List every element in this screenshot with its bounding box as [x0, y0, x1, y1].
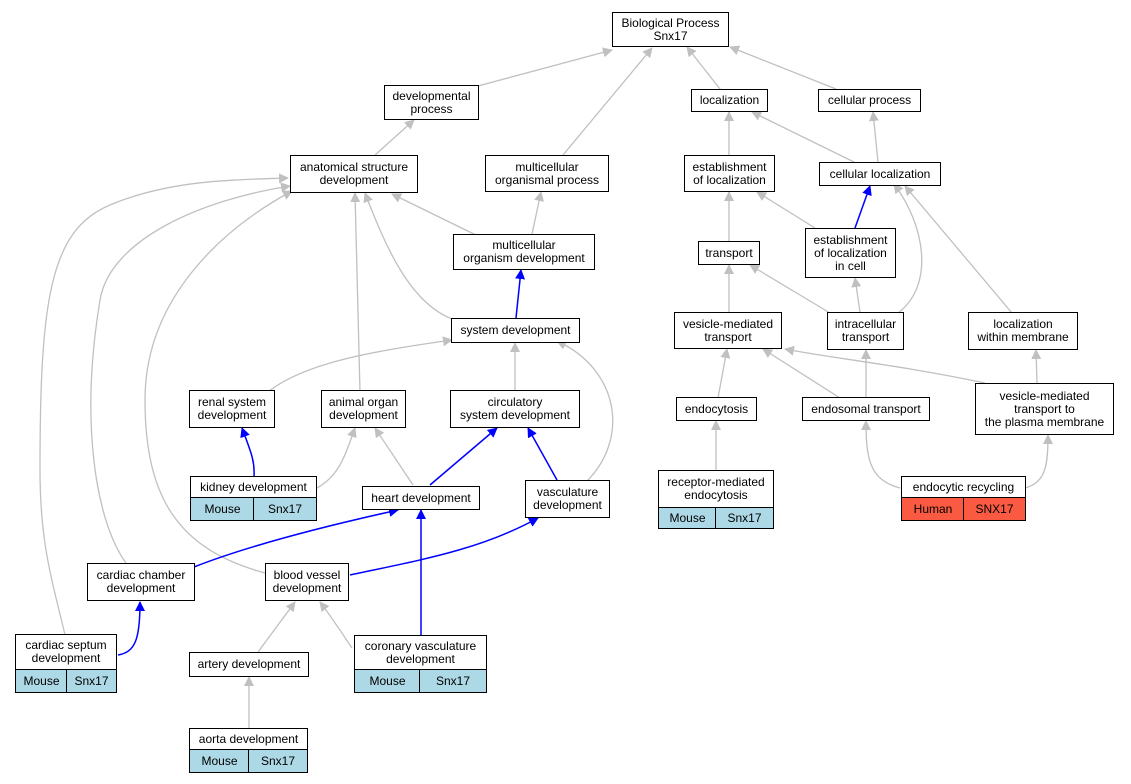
edge-chamber-anatdev: [90, 182, 291, 564]
edge-chamber-heart: [193, 507, 399, 568]
node-blood-vessel-development[interactable]: blood vessel development: [265, 563, 349, 601]
edge-vasc-circ: [527, 427, 558, 481]
edge-devproc-bp: [477, 47, 613, 87]
tag-receptor-species: Mouse: [658, 507, 717, 529]
tag-coronary-species: Mouse: [354, 669, 421, 693]
edge-kidney-renal: [240, 427, 255, 477]
edge-anatdev-devproc: [374, 119, 415, 156]
node-vesicle-mediated-transport-to-plasma-membrane[interactable]: vesicle-mediated transport to the plasma…: [975, 383, 1114, 435]
node-renal-system-development[interactable]: renal system development: [189, 390, 275, 428]
node-receptor-mediated-endocytosis[interactable]: receptor-mediated endocytosis: [658, 470, 774, 508]
edge-vasc-sysdev: [556, 340, 614, 484]
node-cardiac-septum-development[interactable]: cardiac septum development: [15, 634, 117, 670]
edge-estloccell-estloc: [756, 191, 816, 229]
node-anatomical-structure-development[interactable]: anatomical structure development: [290, 155, 418, 193]
node-endocytosis[interactable]: endocytosis: [676, 397, 757, 421]
node-transport[interactable]: transport: [698, 241, 760, 265]
edge-localization-bp: [686, 46, 721, 90]
node-multicellular-organismal-process[interactable]: multicellular organismal process: [485, 155, 609, 192]
edge-bloodvessel-anatdev: [144, 190, 293, 574]
node-vasculature-development[interactable]: vasculature development: [525, 480, 610, 518]
edge-animalorgan-anatdev: [350, 192, 361, 393]
tag-aorta-species: Mouse: [189, 749, 250, 773]
node-animal-organ-development[interactable]: animal organ development: [321, 390, 406, 428]
node-localization[interactable]: localization: [691, 89, 768, 112]
edge-renal-sysdev: [267, 336, 453, 393]
tag-kidney-gene: Snx17: [253, 497, 317, 521]
edge-endocytosis-vesmed: [717, 348, 731, 399]
edge-cellloc-cellproc: [868, 111, 879, 163]
edge-septum-anatdev: [39, 173, 289, 636]
node-cellular-localization[interactable]: cellular localization: [819, 162, 941, 186]
edge-estloccell-cellloc: [854, 185, 872, 229]
node-system-development[interactable]: system development: [451, 318, 580, 343]
node-establishment-of-localization-in-cell[interactable]: establishment of localization in cell: [805, 228, 896, 278]
tag-recycling-gene: SNX17: [963, 497, 1026, 521]
node-vesicle-mediated-transport[interactable]: vesicle-mediated transport: [674, 312, 782, 349]
tag-receptor-gene: Snx17: [715, 507, 774, 529]
node-intracellular-transport[interactable]: intracellular transport: [827, 312, 904, 350]
edge-cellproc-bp: [729, 45, 837, 90]
node-biological-process[interactable]: Biological Process Snx17: [612, 12, 729, 47]
node-heart-development[interactable]: heart development: [362, 486, 480, 510]
edge-recycling-vesplasma: [1024, 434, 1053, 489]
tag-recycling-species: Human: [901, 497, 965, 521]
edge-sysdev-multiorgdev: [515, 269, 526, 319]
node-establishment-of-localization[interactable]: establishment of localization: [684, 155, 775, 192]
edge-intracell-cellloc: [893, 183, 923, 314]
node-kidney-development[interactable]: kidney development: [190, 476, 317, 498]
node-circulatory-system-development[interactable]: circulatory system development: [450, 390, 580, 428]
tag-aorta-gene: Snx17: [248, 749, 308, 773]
edge-heart-animalorgan: [374, 427, 414, 486]
node-developmental-process[interactable]: developmental process: [384, 85, 479, 120]
node-artery-development[interactable]: artery development: [189, 652, 309, 677]
tag-septum-species: Mouse: [15, 669, 68, 693]
edge-bloodvessel-vasc: [349, 517, 539, 576]
node-coronary-vasculature-development[interactable]: coronary vasculature development: [354, 635, 487, 670]
node-endocytic-recycling[interactable]: endocytic recycling: [901, 476, 1026, 498]
tag-kidney-species: Mouse: [190, 497, 255, 521]
edge-heart-circ: [429, 427, 498, 486]
edge-artery-bloodvessel: [257, 601, 296, 653]
edge-endosomal-vesmed: [762, 348, 841, 399]
tag-septum-gene: Snx17: [66, 669, 117, 693]
edge-intracell-transport: [749, 264, 831, 314]
edge-intracell-estloccell: [851, 277, 862, 313]
edge-cellloc-localization: [751, 111, 855, 163]
tag-coronary-gene: Snx17: [419, 669, 487, 693]
edge-vesplasma-vesmed: [784, 345, 986, 384]
edge-multiorgdev-multiorgproc: [531, 191, 545, 235]
edge-locmem-cellloc: [904, 185, 1013, 314]
node-cellular-process[interactable]: cellular process: [818, 89, 921, 112]
node-cardiac-chamber-development[interactable]: cardiac chamber development: [87, 563, 195, 601]
edge-vesplasma-locmem: [1031, 349, 1042, 384]
edge-multiorgproc-bp: [562, 47, 653, 156]
edge-recycling-endosomal: [861, 420, 901, 489]
node-multicellular-organism-development[interactable]: multicellular organism development: [453, 234, 595, 270]
node-localization-within-membrane[interactable]: localization within membrane: [968, 312, 1078, 350]
edge-multiorgdev-anatdev: [391, 193, 481, 238]
edge-coronary-bloodvessel: [319, 601, 353, 649]
edge-kidney-animalorgan: [316, 427, 357, 489]
edge-sysdev-anatdev: [363, 192, 456, 321]
edge-septum-chamber: [117, 601, 145, 656]
node-aorta-development[interactable]: aorta development: [189, 728, 308, 750]
node-endosomal-transport[interactable]: endosomal transport: [802, 397, 930, 421]
